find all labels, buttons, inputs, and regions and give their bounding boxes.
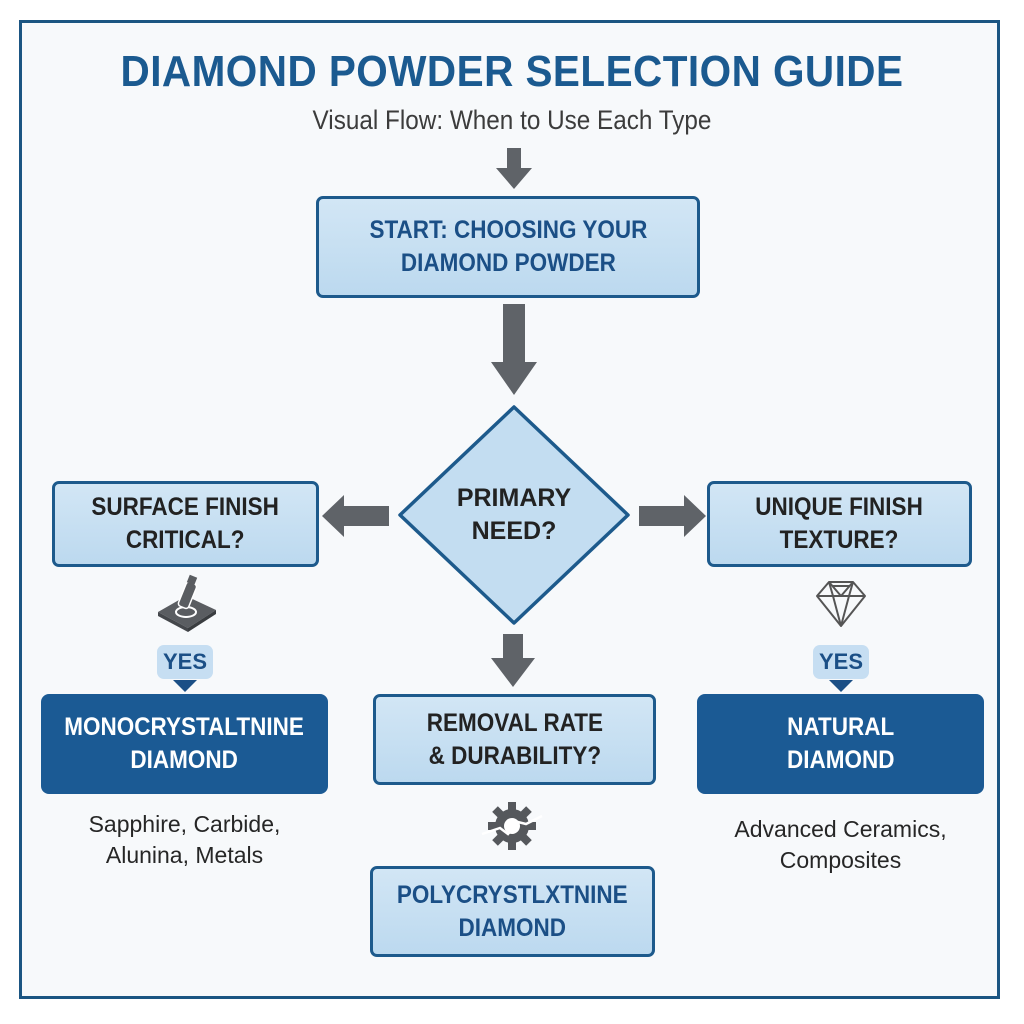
arrow-down-icon (491, 634, 535, 687)
start-label: START: CHOOSING YOUR DIAMOND POWDER (369, 216, 647, 277)
arrow-right-icon (639, 495, 706, 537)
surface-finish-question-box: SURFACE FINISH CRITICAL? (52, 481, 319, 567)
unique-finish-question-box: UNIQUE FINISH TEXTURE? (707, 481, 972, 567)
natural-result-box: NATURAL DIAMOND (697, 694, 984, 794)
polishing-pad-icon (158, 574, 216, 632)
monocrystalline-result-box: MONOCRYSTALTNINE DIAMOND (41, 694, 328, 794)
start-box: START: CHOOSING YOUR DIAMOND POWDER (316, 196, 700, 298)
gem-diamond-icon (816, 581, 866, 627)
arrow-down-icon (496, 148, 532, 189)
arrow-down-icon (491, 304, 537, 395)
yes-badge-right: YES (813, 645, 869, 679)
removal-rate-question-box: REMOVAL RATE & DURABILITY? (373, 694, 656, 785)
natural-result-label: NATURAL DIAMOND (786, 713, 895, 774)
page-subtitle: Visual Flow: When to Use Each Type (312, 105, 712, 135)
yes-pointer-right (829, 680, 853, 692)
surface-finish-question-label: SURFACE FINISH CRITICAL? (91, 493, 280, 554)
decision-label: PRIMARY NEED? (456, 484, 572, 545)
polycrystalline-result-label: POLYCRYSTLXTNINE DIAMOND (397, 880, 628, 942)
decision-diamond-shape (398, 405, 630, 625)
decision-node: PRIMARY NEED? (396, 404, 632, 626)
monocrystalline-applications: Sapphire, Carbide, Alunina, Metals (88, 811, 281, 868)
removal-rate-question-label: REMOVAL RATE & DURABILITY? (426, 708, 603, 770)
natural-applications: Advanced Ceramics, Composites (734, 816, 947, 873)
polycrystalline-result-box: POLYCRYSTLXTNINE DIAMOND (370, 866, 655, 957)
monocrystalline-result-label: MONOCRYSTALTNINE DIAMOND (64, 713, 305, 774)
yes-badge-left: YES (157, 645, 213, 679)
page-title: DIAMOND POWDER SELECTION GUIDE (120, 47, 904, 96)
gear-break-icon (481, 802, 543, 850)
unique-finish-question-label: UNIQUE FINISH TEXTURE? (755, 493, 924, 554)
arrow-left-icon (322, 495, 389, 537)
yes-pointer-left (173, 680, 197, 692)
